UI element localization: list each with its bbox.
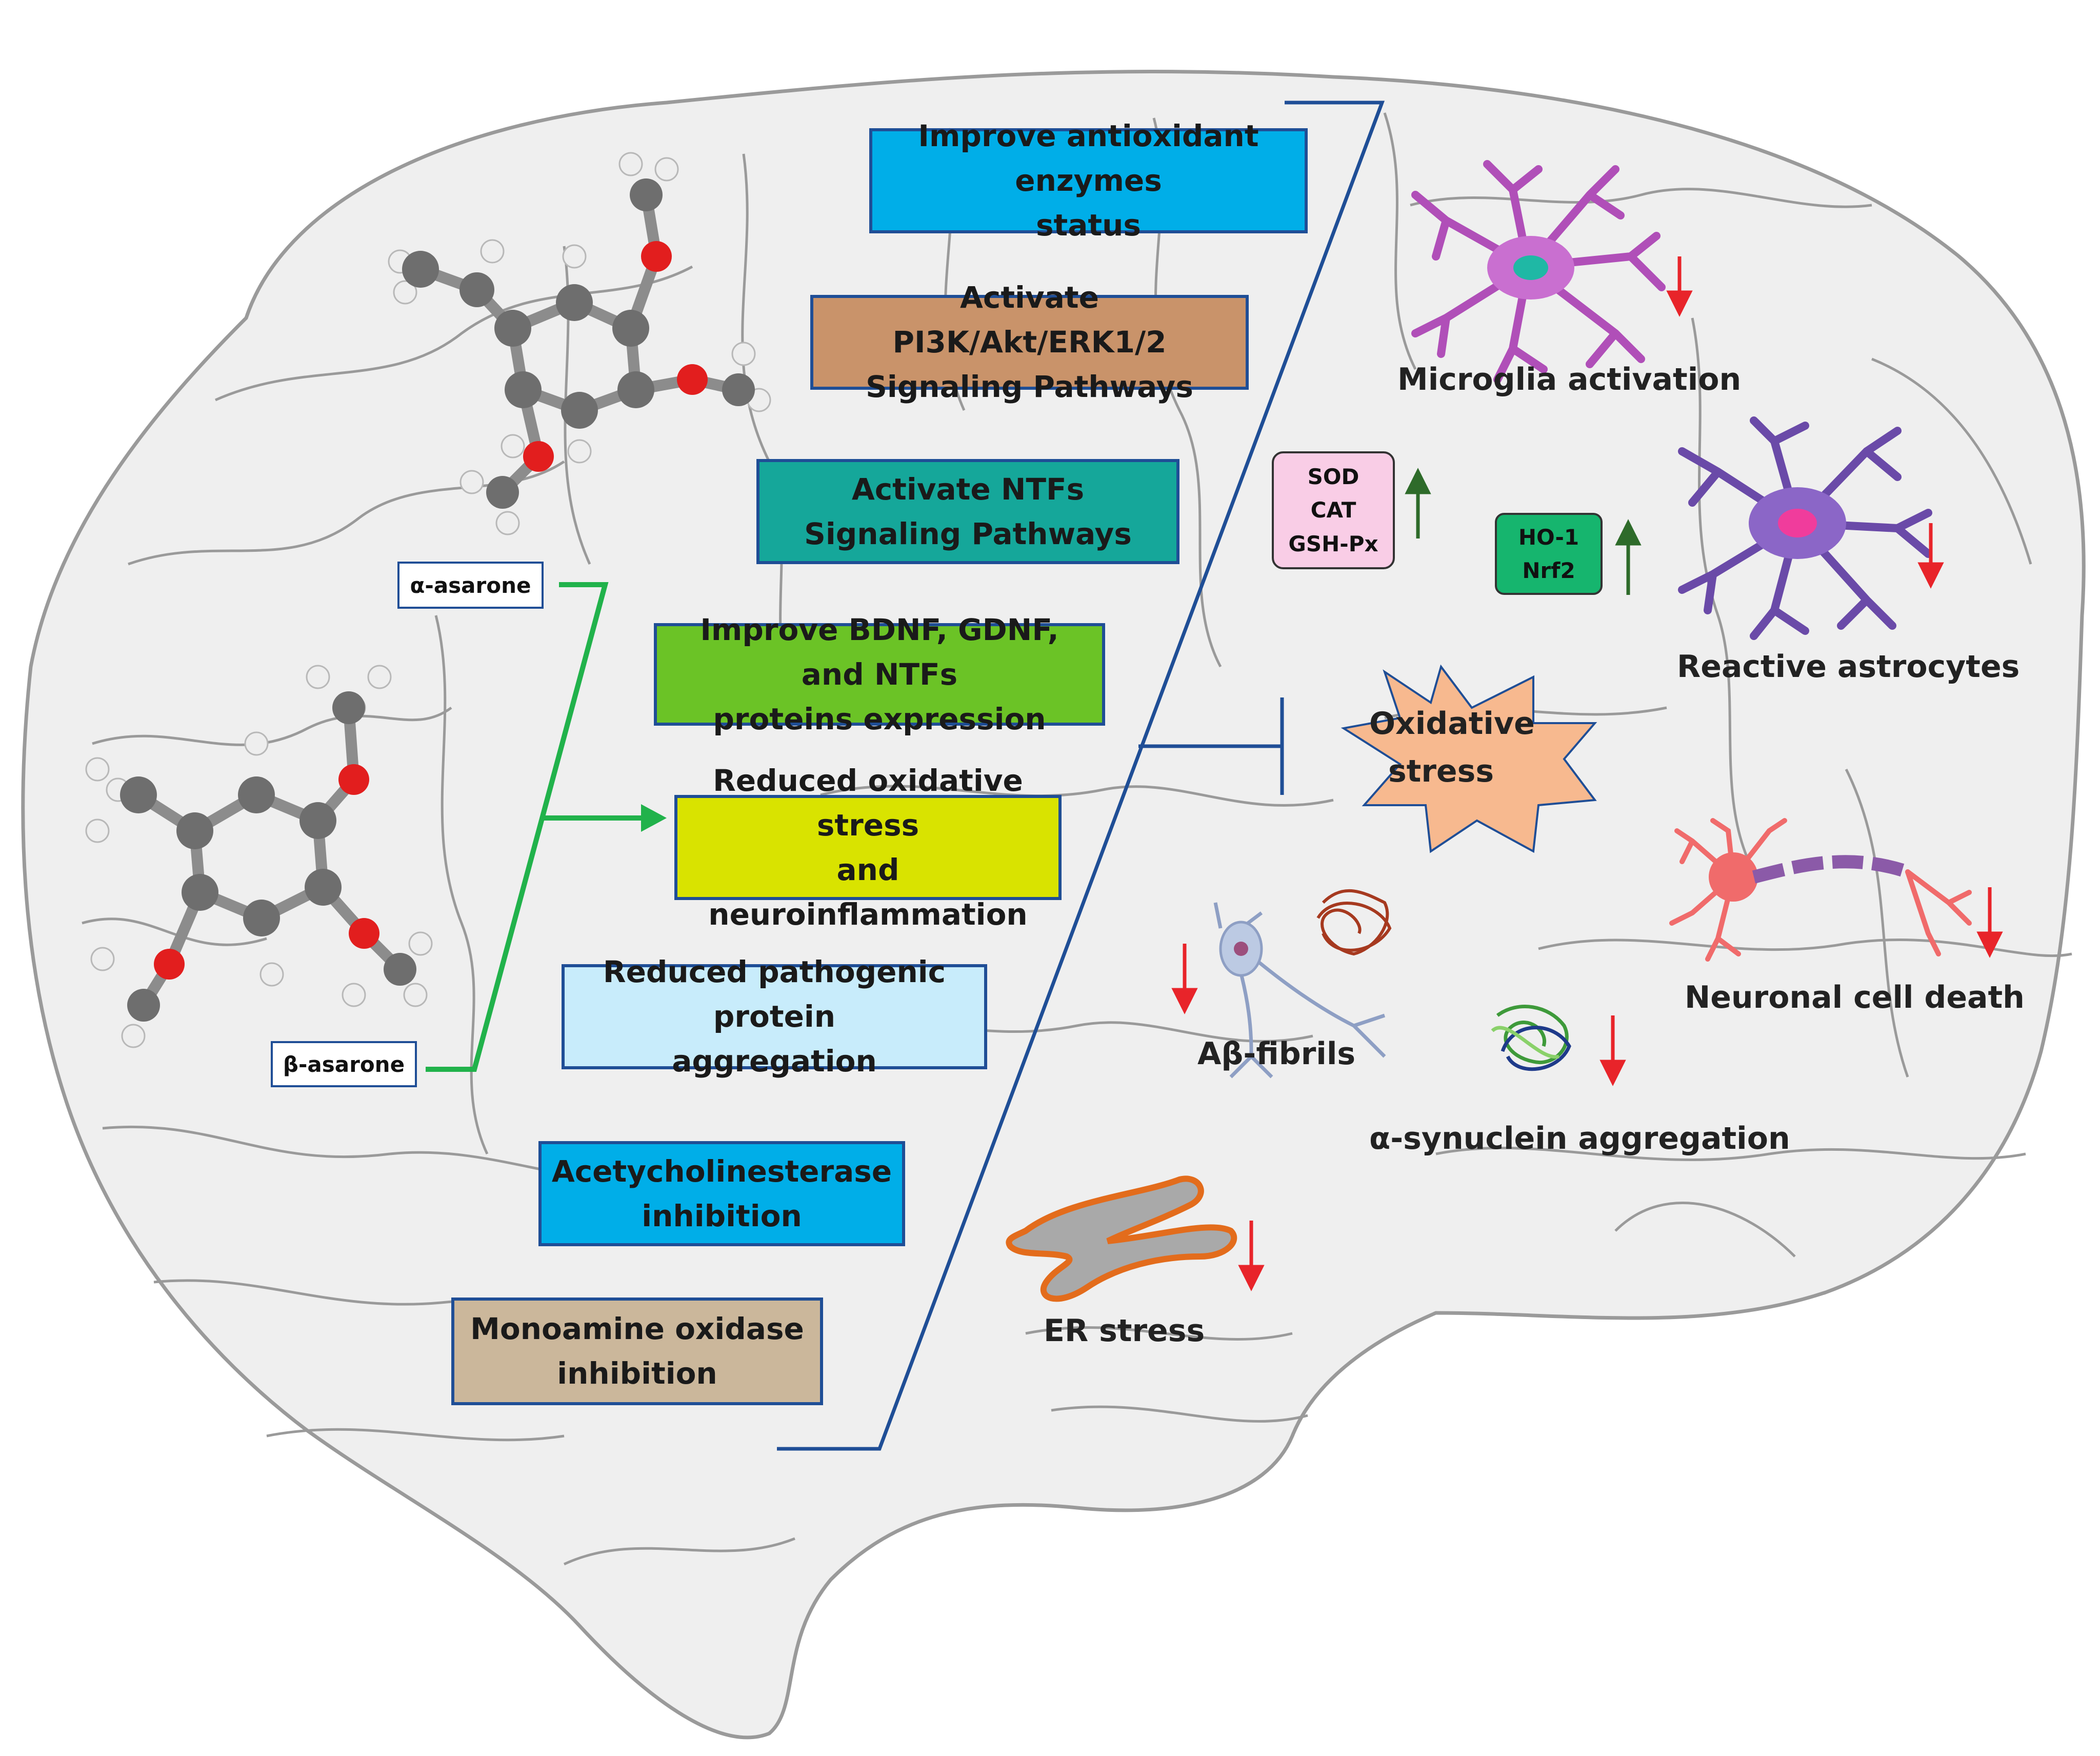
abeta-plaque	[1316, 889, 1392, 956]
alpha-asarone-label: α-asarone	[397, 562, 544, 609]
enzymes-tag: SOD CAT GSH-Px	[1272, 451, 1395, 569]
box-antioxidant-enzymes: Improve antioxidant enzymes status	[869, 118, 1308, 243]
astrocyte-nucleus	[1778, 509, 1817, 537]
microglia-nucleus	[1513, 255, 1548, 280]
blue-bracket	[777, 101, 1385, 1451]
er-organelle	[1006, 1175, 1237, 1302]
box-monoamine-oxidase: Monoamine oxidase inhibition	[451, 1298, 823, 1405]
box-pi3k-pathways: Activate PI3K/Akt/ERK1/2 Signaling Pathw…	[810, 280, 1249, 404]
beta-asarone-molecule	[85, 665, 433, 1048]
box-acetylcholinesterase: Acetycholinesterase inhibition	[538, 1141, 905, 1246]
box-reduced-oxidative-stress: Reduced oxidative stress and neuroinflam…	[674, 763, 1062, 932]
abeta-neuron-nucleus	[1234, 942, 1248, 956]
alpha-asarone-molecule	[388, 152, 771, 535]
synuclein-aggregate	[1491, 1005, 1571, 1071]
box-ntfs-pathways: Activate NTFs Signaling Pathways	[756, 459, 1179, 564]
abeta-fibrils-label: Aβ-fibrils	[1197, 1036, 1356, 1072]
reactive-astrocytes-label: Reactive astrocytes	[1677, 649, 2020, 685]
box-bdnf-expression: Improve BDNF, GDNF, and NTFs proteins ex…	[654, 612, 1105, 736]
er-stress-label: ER stress	[1044, 1313, 1205, 1349]
oxidative-stress-label: Oxidative stress	[1369, 706, 1535, 789]
green-up-arrows	[1405, 468, 1642, 595]
ho1-nrf2-tag: HO-1 Nrf2	[1495, 513, 1603, 595]
beta-asarone-label: β-asarone	[271, 1041, 417, 1087]
synuclein-aggregation-label: α-synuclein aggregation	[1369, 1121, 1790, 1156]
box-pathogenic-aggregation: Reduced pathogenic protein aggregation	[562, 954, 987, 1079]
green-connector	[426, 582, 649, 1072]
red-down-arrows	[1171, 256, 2003, 1291]
neuron-axon	[1752, 855, 1910, 884]
neuronal-cell-death-label: Neuronal cell death	[1685, 980, 2025, 1015]
oxidative-starburst	[1341, 664, 1597, 853]
green-arrowhead	[641, 804, 667, 832]
microglia-activation-label: Microglia activation	[1397, 362, 1742, 397]
neuron-soma	[1709, 852, 1758, 902]
